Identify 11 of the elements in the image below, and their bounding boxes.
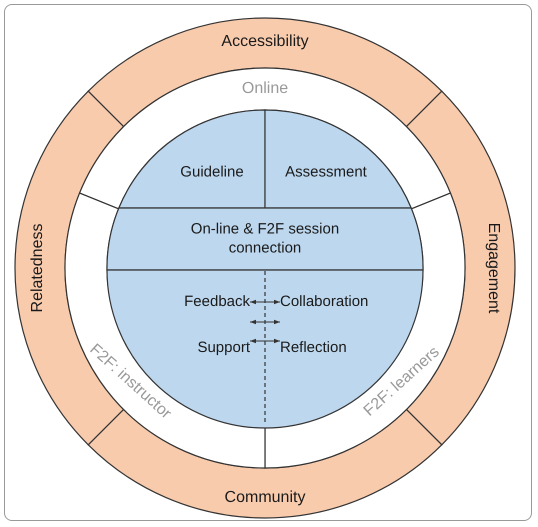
section-label: On-line & F2F session connection — [190, 220, 340, 258]
section-label: Guideline — [180, 164, 244, 182]
segment-label: Accessibility — [221, 32, 309, 52]
segment-label: Relatedness — [28, 224, 47, 312]
double-arrow — [250, 338, 280, 344]
segment-label: Community — [224, 488, 306, 508]
segment-label: Online — [242, 79, 288, 99]
double-arrow — [250, 320, 280, 324]
segment-label: Engagement — [484, 222, 503, 314]
section-label: Assessment — [285, 164, 367, 182]
double-arrow — [250, 300, 280, 304]
